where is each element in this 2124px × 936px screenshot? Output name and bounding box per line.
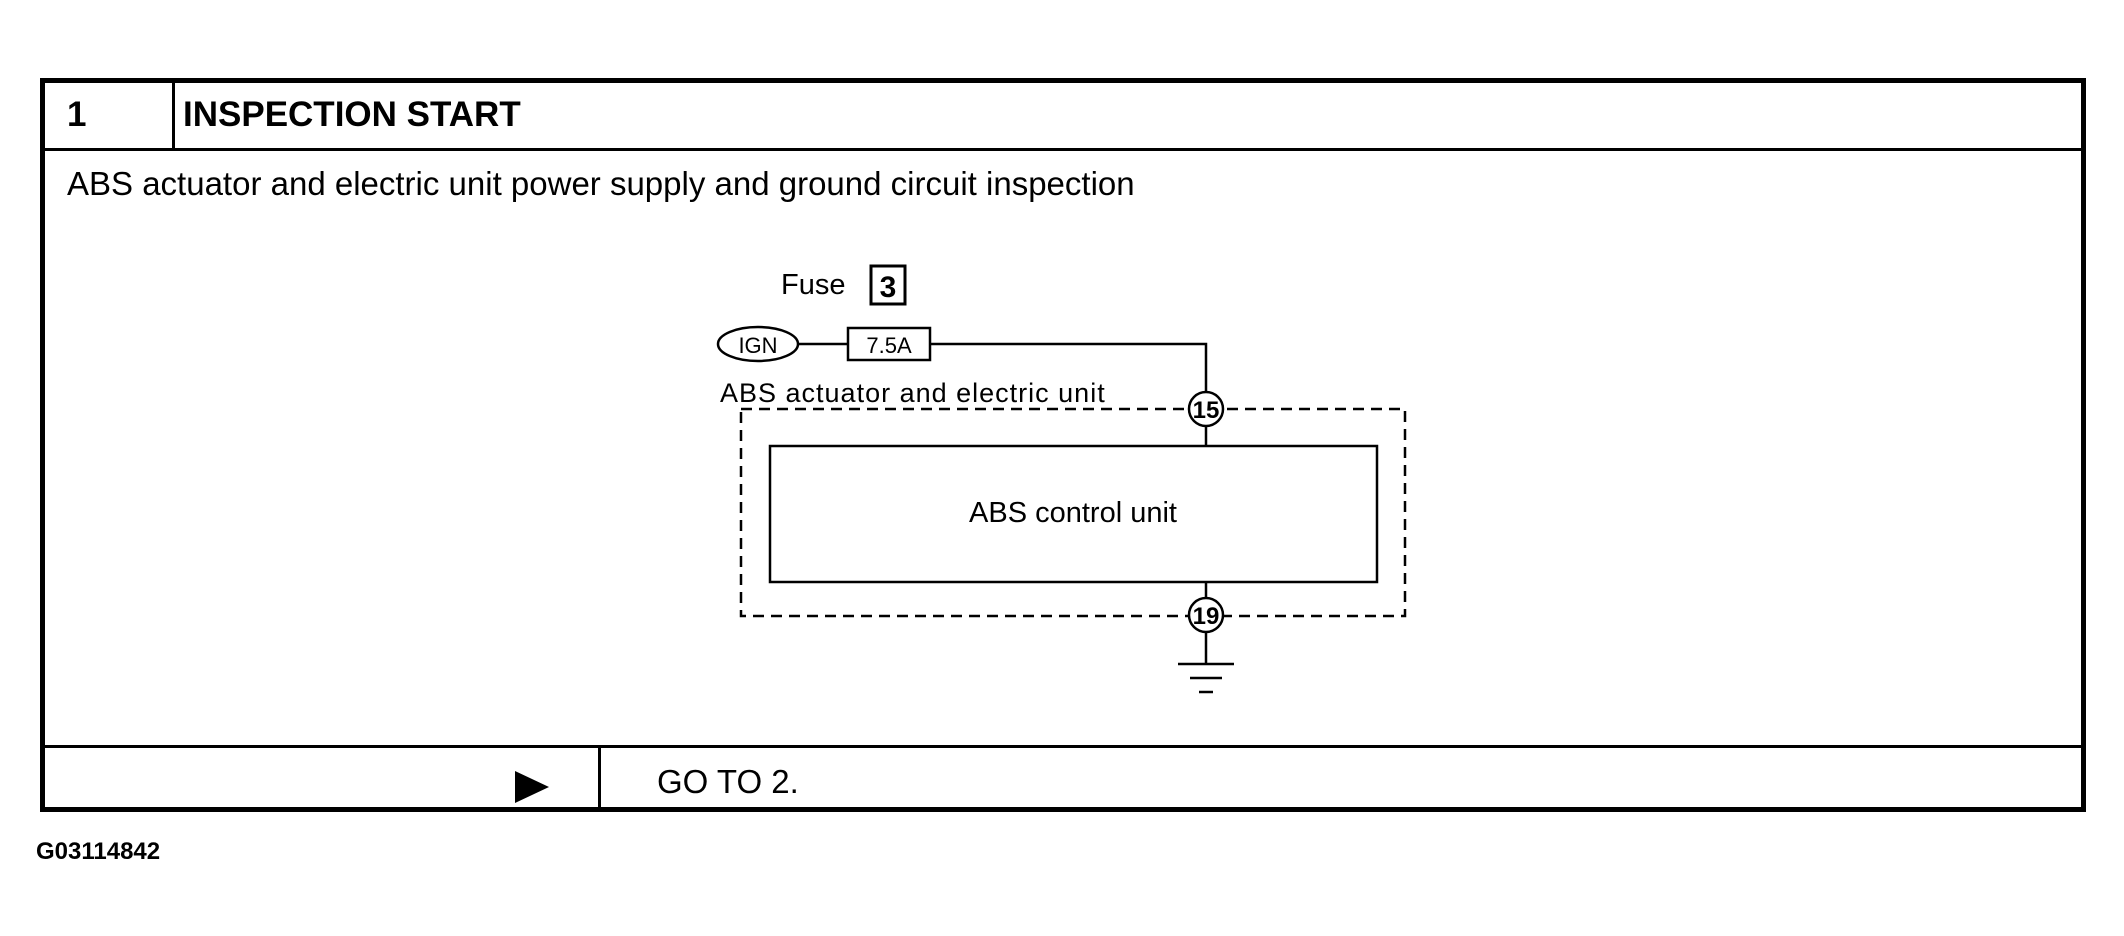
inspection-step-table: 1 INSPECTION START ABS actuator and elec… [40,78,2086,812]
control-unit-label: ABS control unit [969,497,1177,529]
unit-boundary [739,407,1407,618]
fuse-number: 3 [880,271,897,304]
fuse-number-box [869,264,907,306]
control-unit-box [768,444,1379,584]
ground-icon [1178,632,1234,694]
figure-id: G03114842 [36,838,161,865]
unit-label: ABS actuator and electric unit [720,378,1106,408]
wire-fuse-terminal [930,342,1208,393]
terminal-15-label: 15 [1193,397,1220,424]
header-divider [45,148,2081,151]
action-column-divider [598,746,601,812]
fuse-rating: 7.5A [866,333,912,358]
step-title: INSPECTION START [183,95,521,134]
ign-label: IGN [738,333,777,358]
fuse-label: Fuse [781,269,845,301]
terminal-19-label: 19 [1193,603,1220,630]
step-number: 1 [67,95,87,134]
go-to-link[interactable]: GO TO 2. [657,763,799,800]
action-divider [45,745,2081,748]
arrow-right-icon [515,771,549,803]
header-column-divider [172,83,175,149]
step-description: ABS actuator and electric unit power sup… [67,165,1135,202]
